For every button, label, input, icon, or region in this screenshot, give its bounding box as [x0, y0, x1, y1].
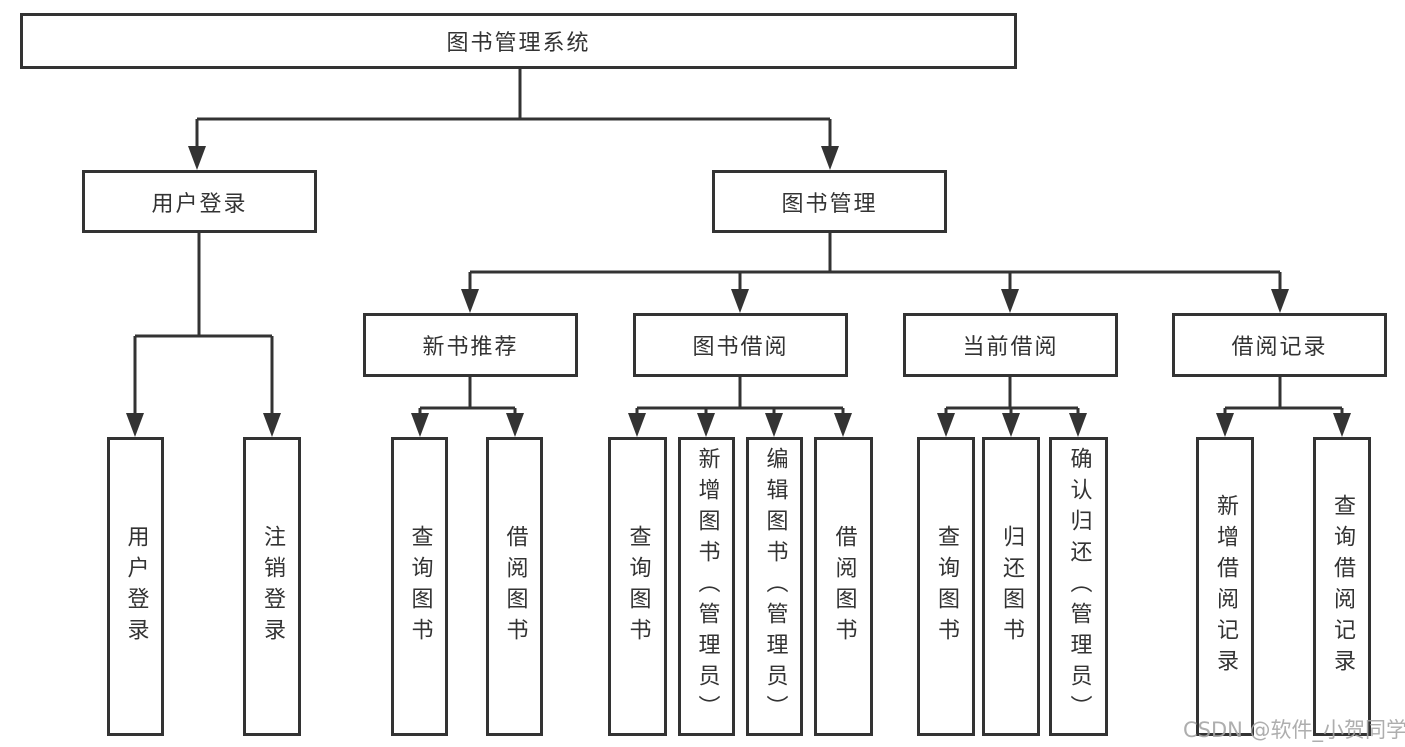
- node-book-borrow: 图书借阅: [633, 313, 848, 377]
- leaf-query-books-2: 查询图书: [608, 437, 667, 736]
- leaf-return-books: 归还图书: [982, 437, 1040, 736]
- csdn-watermark: CSDN @软件_小贺同学: [1183, 718, 1405, 742]
- node-borrow-records: 借阅记录: [1172, 313, 1387, 377]
- leaf-label: 注销登录: [260, 524, 285, 649]
- leaf-label: 编辑图书（管理员）: [762, 447, 788, 726]
- leaf-borrow-books-1: 借阅图书: [486, 437, 543, 736]
- leaf-label: 确认归还（管理员）: [1066, 447, 1092, 726]
- leaf-query-borrow-record: 查询借阅记录: [1313, 437, 1371, 736]
- leaf-query-books-1: 查询图书: [391, 437, 448, 736]
- leaf-label: 查询图书: [407, 524, 433, 649]
- leaf-label: 查询图书: [625, 524, 651, 649]
- leaf-query-books-3: 查询图书: [917, 437, 975, 736]
- node-current-borrow: 当前借阅: [903, 313, 1118, 377]
- leaf-user-login: 用户登录: [107, 437, 164, 736]
- node-user-login-branch: 用户登录: [82, 170, 317, 233]
- leaf-confirm-return-admin: 确认归还（管理员）: [1049, 437, 1108, 736]
- leaf-label: 归还图书: [999, 524, 1024, 649]
- leaf-label: 查询借阅记录: [1330, 493, 1355, 680]
- leaf-add-borrow-record: 新增借阅记录: [1196, 437, 1254, 736]
- leaf-add-books-admin: 新增图书（管理员）: [678, 437, 735, 736]
- leaf-label: 借阅图书: [502, 524, 528, 649]
- leaf-label: 借阅图书: [831, 524, 857, 649]
- leaf-label: 用户登录: [123, 524, 149, 649]
- leaf-edit-books-admin: 编辑图书（管理员）: [746, 437, 803, 736]
- leaf-label: 新增借阅记录: [1213, 493, 1238, 680]
- leaf-borrow-books-2: 借阅图书: [814, 437, 873, 736]
- node-root: 图书管理系统: [20, 13, 1017, 69]
- leaf-label: 查询图书: [934, 524, 959, 649]
- node-new-book-recommend: 新书推荐: [363, 313, 578, 377]
- leaf-label: 新增图书（管理员）: [694, 447, 720, 726]
- node-book-management: 图书管理: [712, 170, 947, 233]
- leaf-logout: 注销登录: [243, 437, 301, 736]
